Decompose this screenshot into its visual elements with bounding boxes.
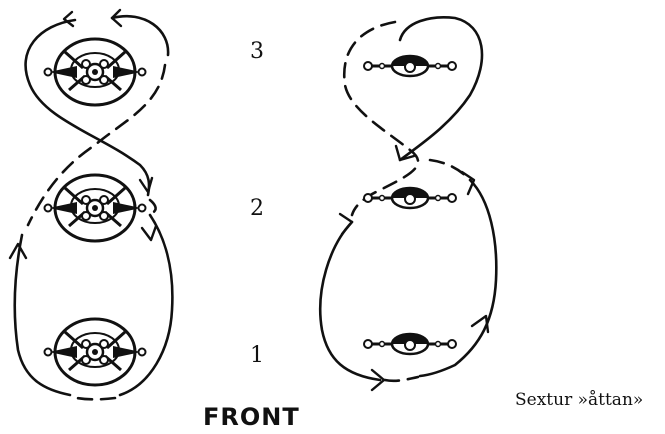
- left-figure-eight: [10, 10, 172, 399]
- right-figure-eight: [320, 17, 496, 390]
- dancer-side-view-3: [364, 56, 456, 76]
- position-number-3: 3: [250, 39, 264, 64]
- dancer-top-view-1: [45, 319, 146, 385]
- position-number-1: 1: [250, 343, 264, 368]
- front-label: FRONT: [203, 403, 300, 431]
- dancer-side-view-1: [364, 334, 456, 354]
- dancer-top-view-3: [45, 39, 146, 105]
- right-path-solid-lower: [320, 222, 380, 380]
- right-path-dashed-bottom: [385, 377, 418, 381]
- left-path-dashed-bottom: [72, 397, 115, 399]
- left-arrowhead-mid-1: [140, 178, 152, 192]
- right-path-solid-right: [420, 180, 496, 376]
- left-arrowhead-mid-2: [142, 226, 156, 240]
- right-path-dashed-upper: [344, 22, 418, 215]
- left-path-dashed-right: [150, 200, 156, 213]
- position-number-2: 2: [250, 196, 264, 221]
- left-arrowhead-top-1: [64, 12, 73, 26]
- right-path-dashed-right-top: [430, 160, 468, 178]
- figure-caption: Sextur »åttan»: [515, 390, 643, 410]
- right-path-solid-upper: [400, 17, 482, 160]
- dancer-side-view-2: [364, 188, 456, 208]
- dancer-top-view-2: [45, 175, 146, 241]
- right-arrowhead-mid-left: [340, 214, 352, 234]
